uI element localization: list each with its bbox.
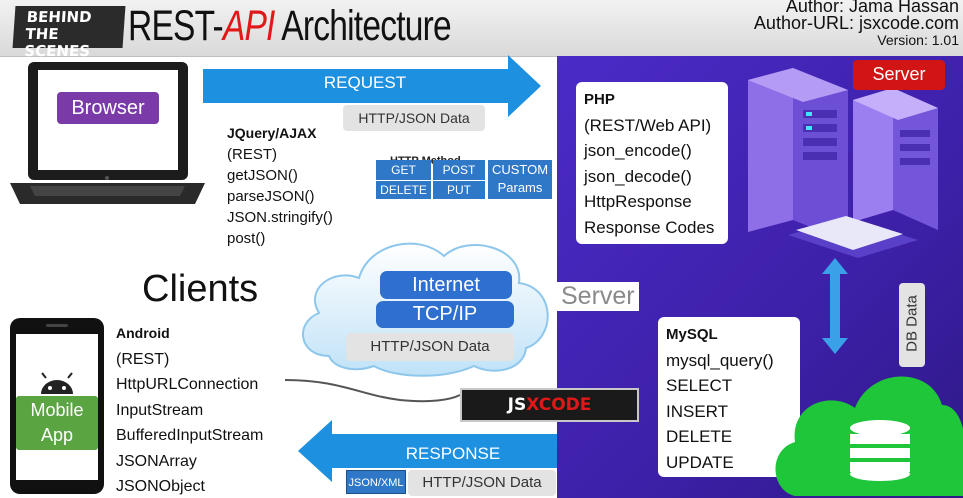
jquery-line: post() [227,230,266,247]
response-arrow [298,420,557,482]
jsx-logo-part1: JS [507,395,527,415]
server-badge: Server [853,60,945,90]
jquery-title: JQuery/AJAX [227,125,317,141]
jsxcode-logo: JSXCODE [460,388,639,422]
jquery-line: (REST) [227,146,277,163]
server-section-label: Server [557,282,639,311]
method-get: GET [376,160,431,180]
php-line: json_decode() [584,166,692,186]
jquery-line: JSON.stringify() [227,209,333,226]
method-put: PUT [433,181,485,199]
response-label: RESPONSE [405,444,501,463]
page-title: REST-API Architecture [128,2,452,51]
mysql-card: MySQL mysql_query() SELECT INSERT DELETE… [658,317,800,477]
android-line: JSONArray [116,452,197,470]
mysql-line: SELECT [666,376,733,395]
request-arrow [203,55,541,117]
mysql-line: UPDATE [666,452,734,472]
tcpip-tag: TCP/IP [376,301,514,328]
params-label: Params [497,180,543,195]
http-method-grid: HTTP Method GET POST DELETE PUT CUSTOMPa… [376,155,552,199]
method-custom-params: CUSTOM Params [488,160,552,199]
php-card: PHP (REST/Web API) json_encode() json_de… [576,82,728,244]
php-line: (REST/Web API) [584,115,712,135]
mobile-line-2: App [40,425,74,445]
method-delete: DELETE [376,181,431,199]
request-data-tag: HTTP/JSON Data [343,105,485,131]
author-block: Author: Jama Hassan Author-URL: jsxcode.… [754,0,959,49]
android-line: HttpURLConnection [116,376,259,393]
jquery-code-list: JQuery/AJAX (REST) getJSON() parseJSON()… [227,123,333,249]
title-suffix: Architecture [274,2,451,50]
request-label: REQUEST [323,73,407,92]
method-post: POST [433,160,485,180]
android-line: BufferedInputStream [116,427,264,444]
jquery-line: getJSON() [227,167,298,184]
author-name: Author: Jama Hassan [785,0,959,16]
clients-label: Clients [142,268,259,310]
title-prefix: REST- [128,2,224,50]
connector-line [284,379,461,403]
mysql-line: mysql_query() [666,350,774,370]
custom-label: CUSTOM [491,162,549,177]
json-xml-tag: JSON/XML [346,470,406,494]
internet-tag: Internet [380,271,512,299]
jsx-logo-part2: X [526,395,539,415]
php-line: Response Codes [584,217,715,237]
response-data-tag: HTTP/JSON Data [408,470,556,496]
db-data-double-arrow [822,258,848,354]
mysql-line: DELETE [666,427,733,446]
android-title: Android [116,325,170,341]
android-code-list: Android (REST) HttpURLConnection InputSt… [116,321,263,498]
mobile-line-1: Mobile [30,400,84,420]
android-line: (REST) [116,350,170,368]
database-cloud-icon [775,376,963,496]
php-title: PHP [584,91,615,108]
browser-badge: Browser [57,92,159,124]
cloud-data-tag: HTTP/JSON Data [346,333,514,361]
title-api: API [222,2,276,50]
version-label: Version: 1.01 [877,32,959,48]
mobile-app-badge: Mobile App [16,396,98,450]
author-url: Author-URL: jsxcode.com [753,13,959,33]
laptop-icon [10,62,205,204]
android-line: InputStream [116,401,204,419]
mysql-line: INSERT [666,401,729,421]
jquery-line: parseJSON() [227,188,315,205]
php-line: HttpResponse [584,192,692,211]
php-line: json_encode() [584,141,692,160]
jsx-logo-part3: CODE [538,395,592,415]
android-line: JSONObject [116,478,205,495]
mysql-title: MySQL [666,326,718,343]
server-rack-icon [748,68,938,258]
db-data-tag: DB Data [899,283,925,367]
